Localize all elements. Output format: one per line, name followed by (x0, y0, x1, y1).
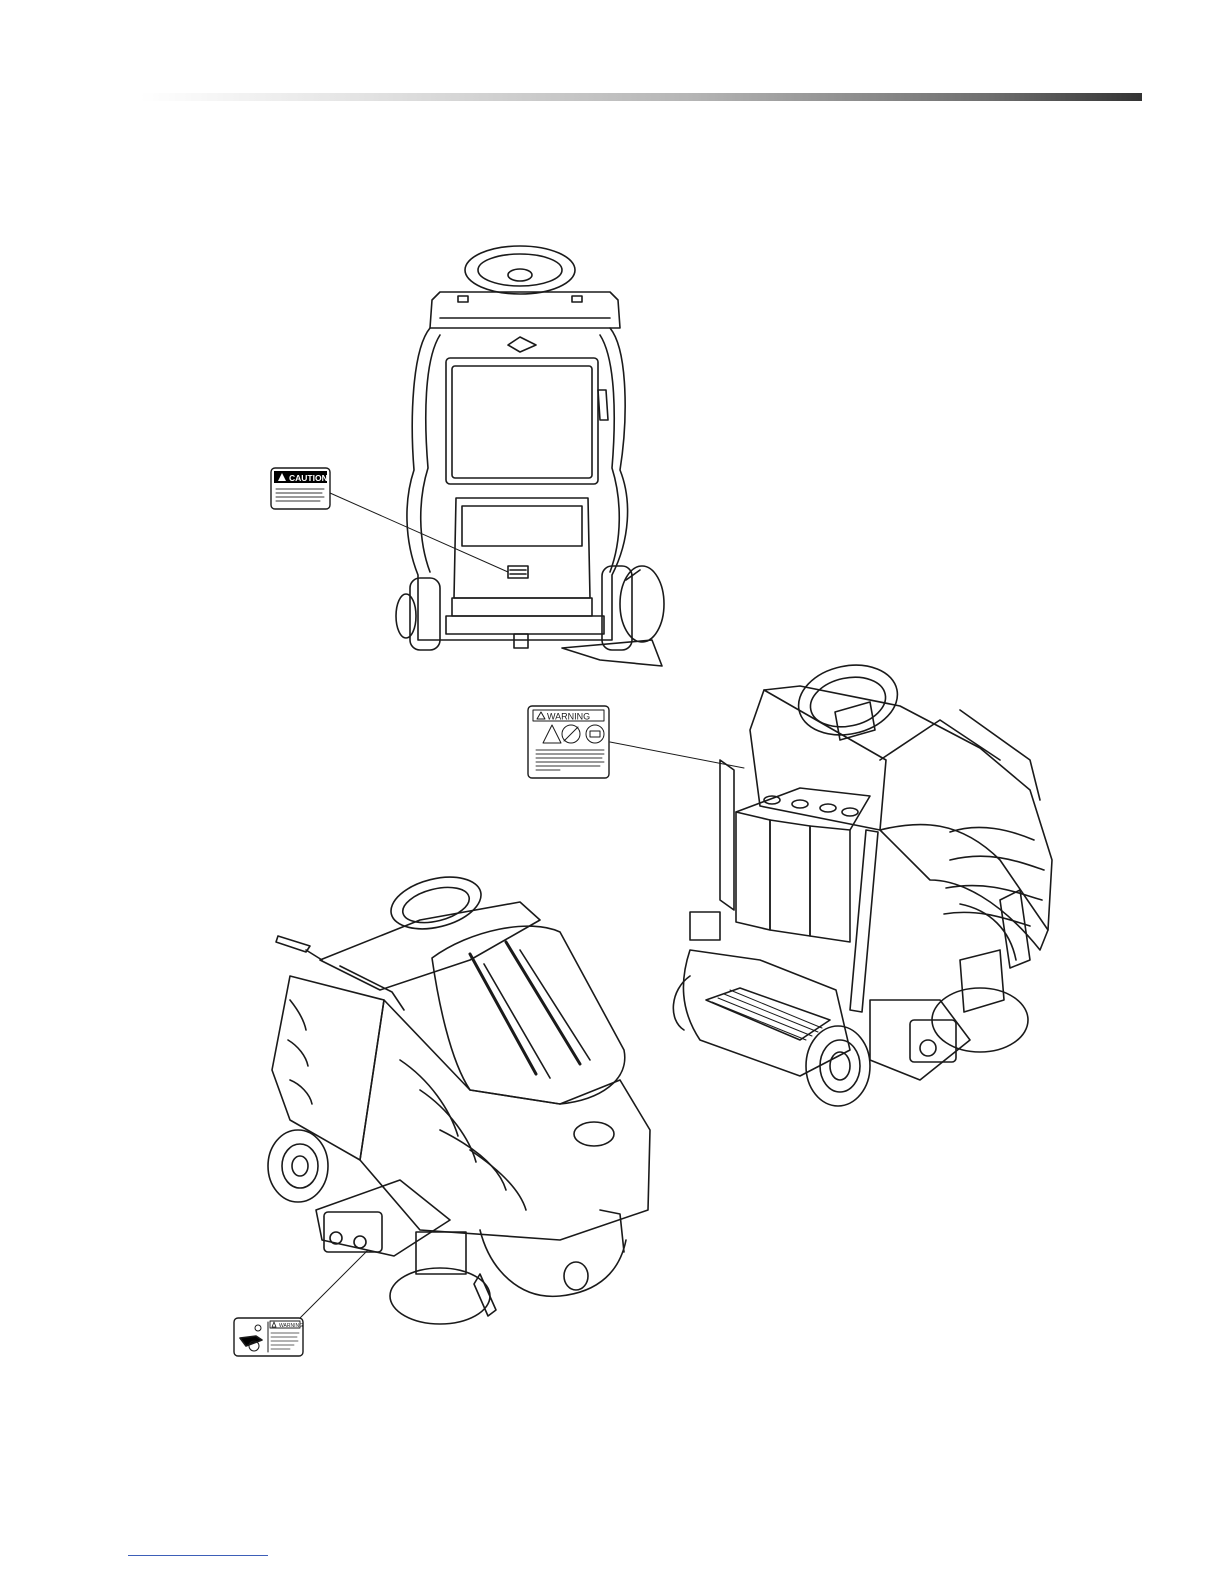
caution-decal: CAUTION (271, 468, 330, 509)
front-perspective-machine (673, 656, 1052, 1106)
rear-perspective-machine (268, 869, 650, 1324)
caution-signal-word: CAUTION (289, 473, 328, 483)
footer-link-rule (128, 1555, 268, 1556)
warning-brush-signal-word: WARNING (279, 1323, 303, 1329)
warning-brush-decal: WARNING (234, 1318, 303, 1356)
rear-view-machine (396, 246, 664, 666)
warning-battery-decal: WARNING (528, 706, 609, 778)
warning-battery-signal-word: WARNING (547, 712, 590, 722)
